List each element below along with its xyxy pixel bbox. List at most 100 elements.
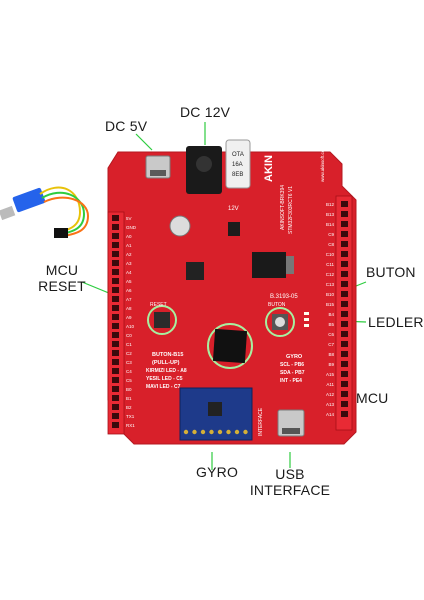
right-header-hole <box>341 281 348 287</box>
left-pin-label: GND <box>126 225 137 230</box>
left-pin-label: C0 <box>126 333 132 338</box>
gyro-pin <box>234 429 240 435</box>
callout-mcu-reset-line2: RESET <box>38 278 86 294</box>
gyro-pin <box>192 429 197 435</box>
right-pin-label: B9 <box>328 362 334 367</box>
gyro-title-text: GYRO <box>286 354 303 360</box>
right-pin-label: B5 <box>328 322 334 327</box>
left-header-hole <box>112 260 119 266</box>
board-code: B.3193-05 <box>270 294 298 300</box>
dongle-connector <box>54 228 68 238</box>
right-pin-label: B8 <box>328 352 334 357</box>
mcu-reset-button <box>154 312 170 328</box>
right-pin-label: B13 <box>326 212 335 217</box>
right-pin-label: C12 <box>326 272 335 277</box>
left-header-hole <box>112 377 119 383</box>
right-header-holes <box>341 201 348 417</box>
right-pin-label: B14 <box>326 222 335 227</box>
right-header-hole <box>341 241 348 247</box>
model-text: AKINSOFT-BRK394 <box>280 185 286 230</box>
green-led-text: YESIL LED - C5 <box>146 376 183 382</box>
left-header-hole <box>112 224 119 230</box>
right-header-hole <box>341 381 348 387</box>
callout-ledler: LEDLER <box>368 314 424 330</box>
right-pin-label: A14 <box>326 412 335 417</box>
dongle-cable-2 <box>41 191 86 235</box>
right-pin-label: C13 <box>326 282 335 287</box>
right-pin-label: A12 <box>326 392 335 397</box>
buzzer-text-1: OTA <box>232 152 244 158</box>
website-text: www.akinsoft.com <box>320 146 325 182</box>
left-header-hole <box>112 404 119 410</box>
left-header-hole <box>112 278 119 284</box>
right-header-hole <box>341 361 348 367</box>
right-pin-label: A13 <box>326 402 335 407</box>
gyro-scl-text: SCL - PB6 <box>280 362 304 368</box>
buzzer-text-2: 16A <box>232 162 243 168</box>
right-pin-label: C7 <box>328 342 334 347</box>
left-pin-label: C1 <box>126 342 132 347</box>
gyro-pin <box>209 429 214 435</box>
callout-usb-line2: INTERFACE <box>249 482 331 498</box>
gyro-int-text: INT - PE4 <box>280 378 302 384</box>
right-pin-labels: B12B13B14C9C8C10C11C12C13B10B15B4B5C6C7B… <box>326 202 335 417</box>
right-header-hole <box>341 331 348 337</box>
capacitor <box>169 215 191 237</box>
left-pin-label: C5 <box>126 378 132 383</box>
left-pin-label: B1 <box>126 396 132 401</box>
left-header-hole <box>112 359 119 365</box>
left-header-hole <box>112 332 119 338</box>
left-header-hole <box>112 395 119 401</box>
model2-text: STM32F303RCT6 V1 <box>288 186 294 234</box>
callout-dc5v: DC 5V <box>105 118 148 134</box>
left-header-hole <box>112 305 119 311</box>
left-pin-label: C3 <box>126 360 132 365</box>
mcu-highlight <box>207 323 253 369</box>
left-pin-label: A8 <box>126 306 132 311</box>
left-pin-label: C4 <box>126 369 132 374</box>
mcu-chip <box>212 328 248 364</box>
callout-usb-line1: USB <box>275 466 305 482</box>
callout-dc12v: DC 12V <box>180 104 231 120</box>
gyro-info: GYRO SCL - PB6 SDA - PB7 INT - PE4 <box>280 354 305 384</box>
right-header-hole <box>341 211 348 217</box>
left-pin-label: B0 <box>126 387 132 392</box>
left-header-hole <box>112 242 119 248</box>
gyro-chip <box>208 402 222 416</box>
right-pin-label: B4 <box>328 312 334 317</box>
callout-mcu-reset-line1: MCU <box>45 262 79 278</box>
right-pin-label: A11 <box>326 382 334 387</box>
gyro-pin <box>226 429 231 435</box>
right-pin-label: C6 <box>328 332 334 337</box>
left-header-hole <box>112 341 119 347</box>
left-header-hole <box>112 215 119 221</box>
right-header-hole <box>341 321 348 327</box>
usb-interface-label: INTERFACE <box>258 407 264 436</box>
dc5v-line <box>135 133 153 151</box>
right-header-hole <box>341 251 348 257</box>
left-header-hole <box>112 233 119 239</box>
callout-mcu: MCU <box>356 390 389 406</box>
usb-interface-slot <box>282 428 300 434</box>
left-pin-label: A3 <box>126 261 132 266</box>
right-header-hole <box>341 291 348 297</box>
left-header-hole <box>112 368 119 374</box>
callout-buton: BUTON <box>366 264 416 280</box>
right-header-hole <box>341 391 348 397</box>
voltage-regulator <box>252 252 286 278</box>
right-pin-label: B10 <box>326 292 335 297</box>
right-header-hole <box>341 311 348 317</box>
red-led-text: KIRMIZI LED - A8 <box>146 368 187 374</box>
left-pin-label: 5V <box>126 216 132 221</box>
left-header-hole <box>112 350 119 356</box>
led-3 <box>304 324 309 327</box>
brand-text: AKIN <box>263 155 275 182</box>
left-header-hole <box>112 296 119 302</box>
gyro-pin <box>200 429 206 435</box>
dongle-body <box>12 187 46 213</box>
left-pin-label: TX1 <box>126 414 135 419</box>
left-header-hole <box>112 251 119 257</box>
left-pin-label: A10 <box>126 324 135 329</box>
pcb-board: 5VGNDA0A1A2A3A4A5A6A7A8A9A10C0C1C2C3C4C5… <box>107 139 357 445</box>
